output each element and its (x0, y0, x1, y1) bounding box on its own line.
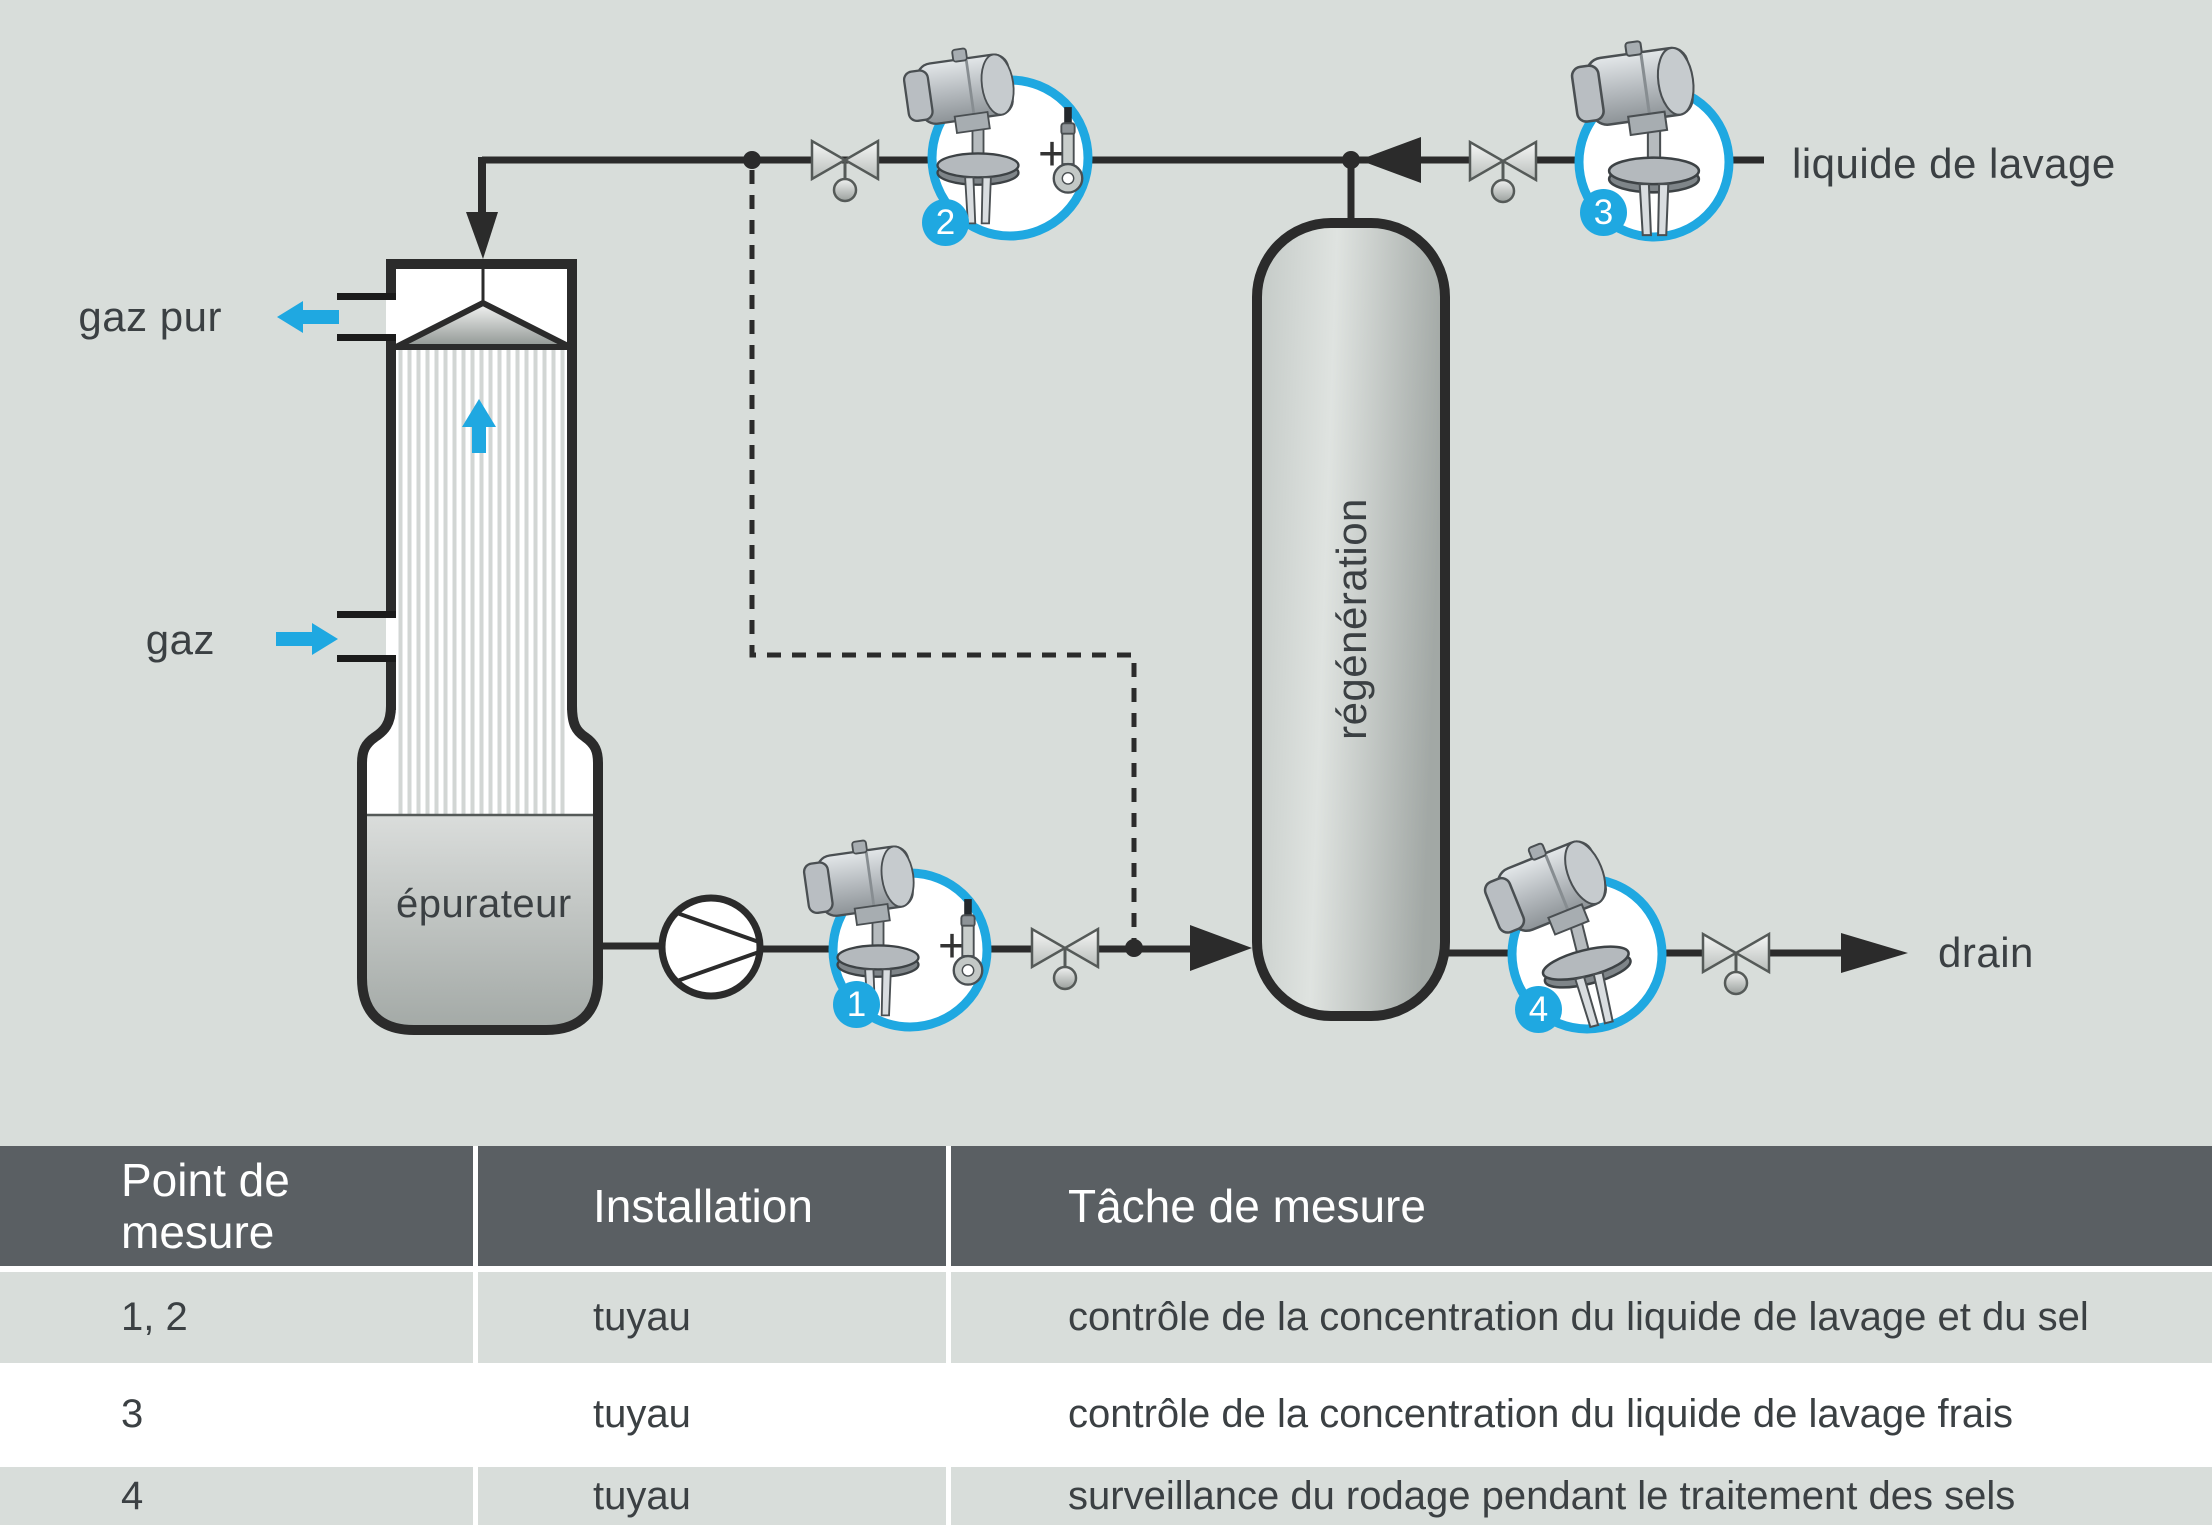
row-divider (0, 1363, 2212, 1368)
header-installation: Installation (593, 1180, 813, 1232)
junction-dot-regen (1342, 151, 1360, 169)
table-row: 3 tuyau contrôle de la concentration du … (0, 1368, 2212, 1460)
header-tache-de-mesure: Tâche de mesure (1068, 1180, 1426, 1232)
cell-installation: tuyau (593, 1295, 691, 1339)
measuring-point-2: + (899, 40, 1093, 241)
valve-icon-top-left (810, 139, 880, 203)
distributor-cone (394, 299, 572, 350)
label-gaz: gaz (145, 616, 215, 663)
valve-icon-top-right (1468, 140, 1538, 204)
valve-icon-bottom-left (1030, 927, 1100, 991)
row-divider (0, 1460, 2212, 1467)
label-regeneration: régénération (1328, 498, 1375, 740)
point-badge-4: 4 (1515, 986, 1562, 1033)
gas-up-arrow (462, 399, 496, 453)
column-divider (946, 1146, 951, 1525)
column-divider (473, 1146, 478, 1525)
sump-outline (357, 705, 603, 1035)
cell-installation: tuyau (593, 1391, 691, 1436)
junction-dot-bottom (1125, 939, 1143, 957)
table-row: 1, 2 tuyau contrôle de la concentration … (0, 1272, 2212, 1363)
measuring-point-4 (1470, 821, 1667, 1047)
table-header-row: Point de mesure Installation Tâche de me… (0, 1146, 2212, 1266)
point-badge-1: 1 (833, 981, 880, 1028)
header-point-de-mesure: Point de mesure (121, 1154, 290, 1258)
nozzle-stubs (337, 293, 396, 662)
gaz-pur-arrow (277, 301, 339, 333)
regen-inlet-arrow (1190, 925, 1252, 971)
scrubber-inlet-arrow (466, 212, 498, 259)
pipes (478, 156, 1848, 957)
dashed-signal-line (749, 170, 1137, 940)
cell-installation: tuyau (593, 1473, 691, 1518)
cell-point: 1, 2 (121, 1295, 188, 1339)
scrubber-vessel (337, 259, 603, 1035)
cell-task: surveillance du rodage pendant le traite… (1068, 1473, 2016, 1518)
label-epurateur: épurateur (396, 882, 572, 926)
measuring-points-table: Point de mesure Installation Tâche de me… (0, 1146, 2212, 1525)
drain-arrow (1841, 933, 1908, 973)
gaz-arrow (276, 623, 338, 655)
point-badge-3: 3 (1580, 189, 1627, 236)
cell-point: 4 (121, 1473, 144, 1518)
label-drain: drain (1938, 929, 2034, 976)
bottom-margin (0, 1525, 2212, 1529)
junction-dots (743, 151, 1360, 957)
table-row: 4 tuyau surveillance du rodage pendant l… (0, 1467, 2212, 1525)
junction-dot-top (743, 151, 761, 169)
label-liquide-de-lavage: liquide de lavage (1792, 140, 2116, 187)
cell-task: contrôle de la concentration du liquide … (1068, 1391, 2014, 1436)
pump-icon (658, 894, 764, 1000)
sump-liquid (362, 815, 598, 1030)
point-badge-2: 2 (922, 199, 969, 246)
process-flow-diagram: + + (276, 32, 1908, 1047)
valve-icon-bottom-right (1701, 932, 1771, 996)
cell-point: 3 (121, 1391, 144, 1436)
regeneration-vessel (1252, 218, 1450, 1021)
measuring-point-1: + (799, 832, 992, 1032)
label-gaz-pur: gaz pur (78, 293, 222, 340)
cell-task: contrôle de la concentration du liquide … (1068, 1295, 2089, 1339)
wash-liquid-left-arrow (1359, 137, 1421, 183)
row-divider (0, 1266, 2212, 1272)
